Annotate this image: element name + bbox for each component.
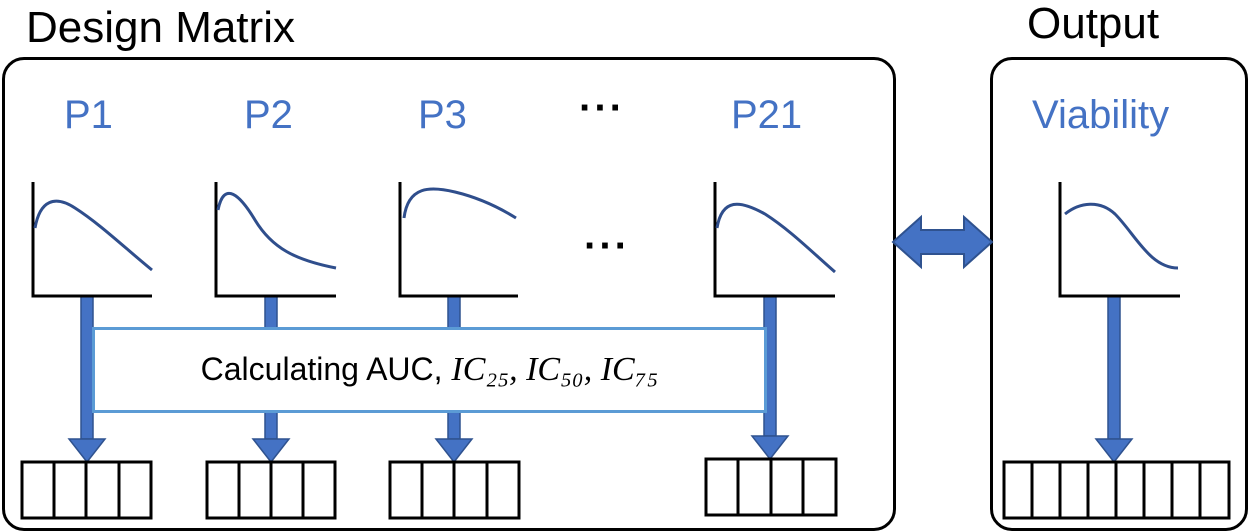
output-panel — [990, 57, 1248, 531]
param-ellipsis: ··· — [579, 86, 625, 130]
feature-vector-p3 — [388, 460, 521, 520]
double-arrow-icon — [891, 214, 994, 270]
output-label-viability: Viability — [1032, 93, 1170, 137]
curve-p21 — [715, 202, 836, 274]
curve-output — [1064, 202, 1179, 270]
calculation-box: Calculating AUC, IC₂₅, IC₅₀, IC₇₅ — [92, 327, 767, 413]
down-arrow-p21 — [750, 295, 790, 461]
down-arrow-p1 — [67, 295, 107, 464]
plot-p3 — [398, 182, 518, 298]
feature-vector-output — [1002, 460, 1231, 520]
output-title: Output — [1027, 0, 1160, 48]
feature-vector-p2 — [205, 460, 337, 520]
plot-p21 — [713, 182, 836, 298]
param-label-p3: P3 — [418, 93, 467, 137]
design-matrix-panel — [2, 57, 896, 531]
curve-p2 — [216, 191, 337, 270]
calculation-terms: IC₂₅, IC₅₀, IC₇₅ — [451, 351, 659, 388]
param-label-p1: P1 — [64, 93, 113, 137]
curve-p3 — [402, 187, 517, 220]
plot-p1 — [31, 182, 153, 298]
calculation-prefix: Calculating AUC, — [200, 351, 452, 387]
param-label-p21: P21 — [731, 93, 803, 137]
feature-vector-p1 — [20, 460, 153, 520]
calculation-text: Calculating AUC, IC₂₅, IC₅₀, IC₇₅ — [201, 351, 659, 389]
feature-vector-p21 — [704, 457, 838, 517]
down-arrow-output — [1094, 295, 1134, 464]
design-matrix-title: Design Matrix — [26, 3, 295, 52]
curve-ellipsis: ··· — [584, 224, 630, 268]
plot-output — [1058, 182, 1180, 298]
curve-p1 — [33, 199, 153, 272]
plot-p2 — [214, 182, 337, 298]
param-label-p2: P2 — [244, 93, 293, 137]
